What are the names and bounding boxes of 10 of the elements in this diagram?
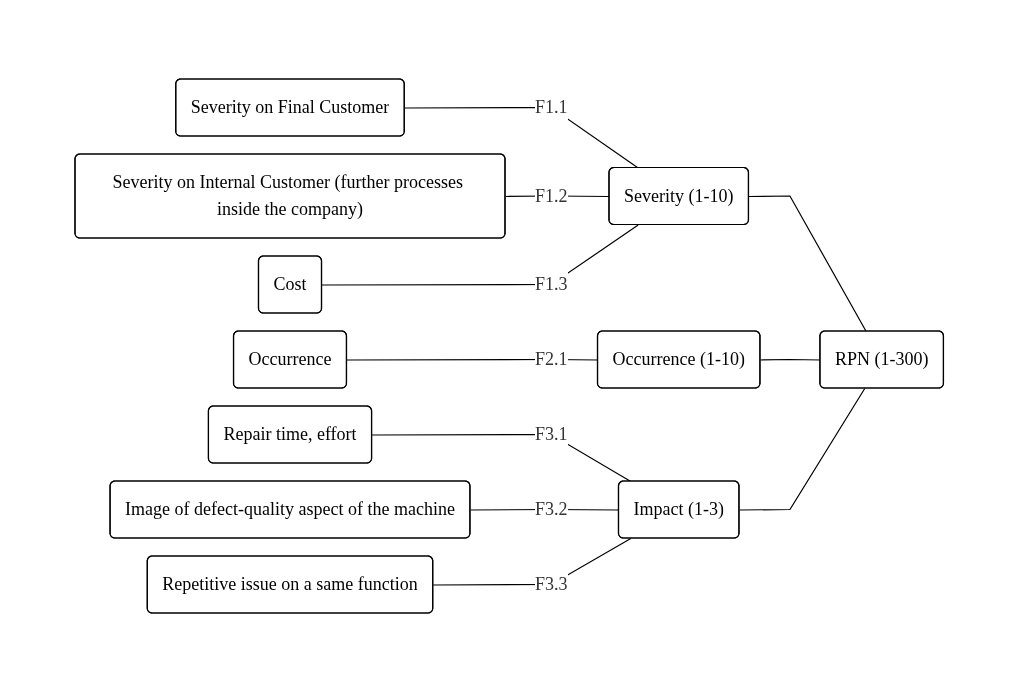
connector	[738, 387, 866, 511]
edge-label: F1.2	[534, 185, 568, 206]
edge-label: F1.1	[534, 97, 568, 117]
connector	[748, 195, 867, 333]
edge-label: F1.3	[534, 274, 568, 294]
edge-label: F3.3	[534, 574, 568, 594]
edge-label: F3.1	[534, 424, 568, 444]
edge-label: F3.2	[534, 499, 568, 519]
connector	[321, 224, 639, 286]
edge-label: F2.1	[534, 349, 568, 369]
